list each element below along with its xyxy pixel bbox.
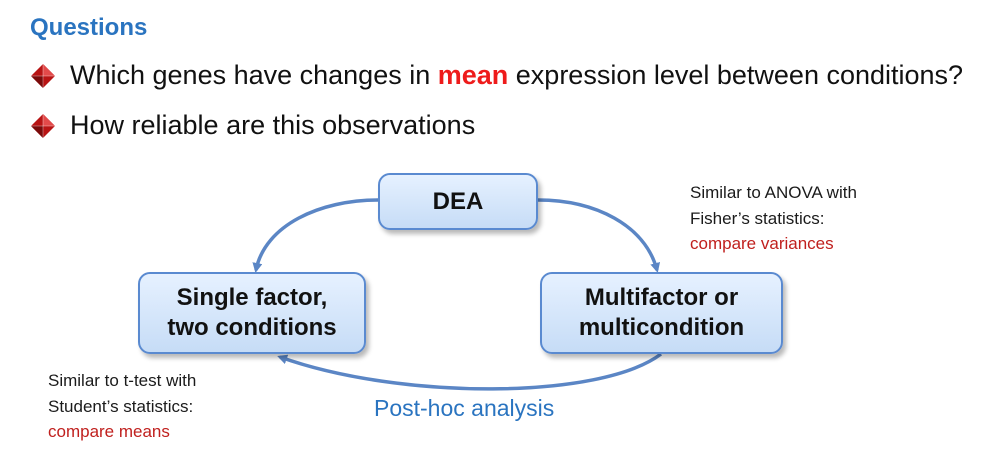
single-factor-node: Single factor, two conditions	[138, 272, 366, 354]
ttest-note-emphasis: compare means	[48, 422, 170, 441]
ttest-note-line1: Similar to t-test with	[48, 371, 197, 390]
ttest-note-line2: Student’s statistics:	[48, 396, 194, 416]
multifactor-node: Multifactor or multicondition	[540, 272, 783, 354]
section-heading: Questions	[30, 14, 148, 41]
bullet-text: Which genes have changes in mean express…	[70, 60, 963, 91]
ttest-note: Similar to t-test with Student’s statist…	[48, 368, 196, 445]
bullet-item-mean: Which genes have changes in mean express…	[30, 60, 963, 91]
dea-node-label: DEA	[432, 187, 484, 215]
anova-note-emphasis: compare variances	[690, 234, 834, 253]
dea-node: DEA	[378, 173, 538, 230]
arrow-dea-to-multi	[537, 198, 661, 273]
multifactor-line2: multicondition	[578, 314, 745, 341]
bullet-text-before: Which genes have changes in	[70, 60, 438, 90]
bullet-highlight-mean: mean	[437, 60, 509, 90]
diamond-bullet-icon	[31, 113, 55, 138]
multifactor-line1: Multifactor or	[584, 284, 739, 311]
arrow-dea-to-single	[252, 198, 379, 273]
single-factor-line2: two conditions	[167, 314, 337, 341]
bullet-text: How reliable are this observations	[70, 110, 476, 140]
arrow-multi-to-single	[277, 352, 663, 391]
bullet-item-reliability: How reliable are this observations	[30, 110, 475, 141]
posthoc-label: Post-hoc analysis	[374, 395, 555, 421]
anova-note-line1: Similar to ANOVA with	[690, 183, 857, 202]
bullet-text-after: expression level between conditions?	[508, 60, 964, 90]
anova-note-line2: Fisher’s statistics:	[690, 208, 825, 228]
single-factor-line1: Single factor,	[176, 284, 328, 311]
anova-note: Similar to ANOVA with Fisher’s statistic…	[690, 180, 857, 257]
diamond-bullet-icon	[31, 63, 55, 88]
